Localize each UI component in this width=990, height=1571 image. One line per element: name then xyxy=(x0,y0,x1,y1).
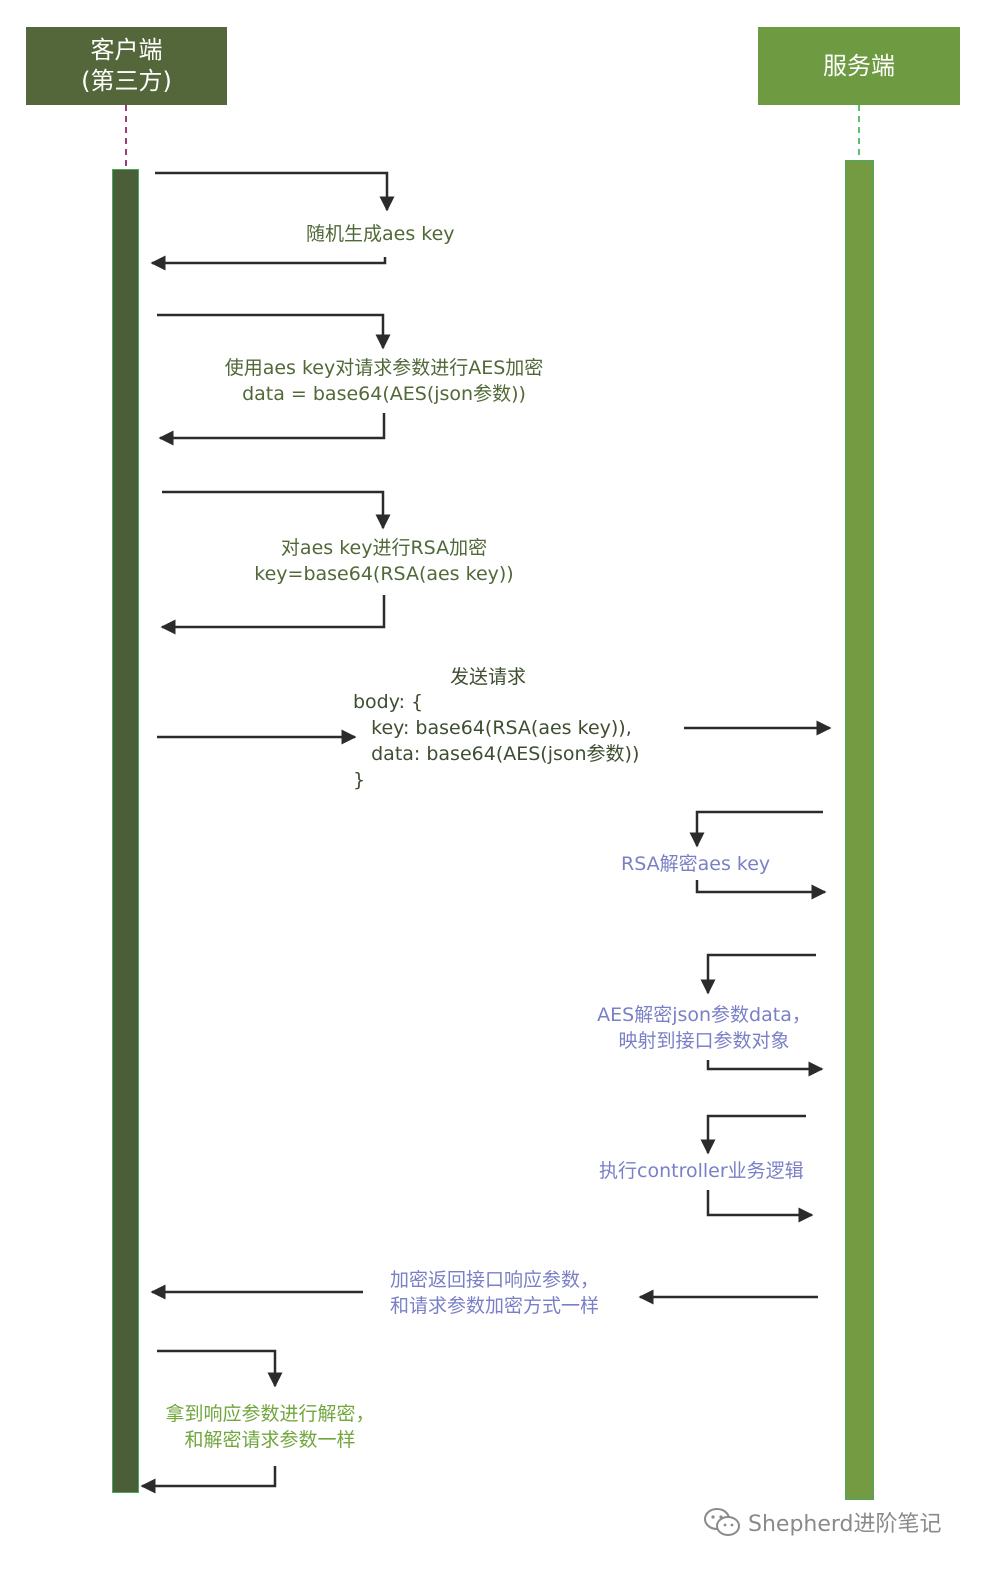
server-activation-bar xyxy=(845,160,874,1500)
rsa-encrypt-label: 对aes key进行RSA加密 key=base64(RSA(aes key)) xyxy=(254,537,514,585)
rsa-decrypt-call-arrow xyxy=(689,810,823,848)
aes-encrypt-label: 使用aes key对请求参数进行AES加密 data = base64(AES(… xyxy=(224,357,544,405)
decrypt-response-call-arrow xyxy=(157,1349,283,1388)
controller-label: 执行controller业务逻辑 xyxy=(599,1160,804,1182)
send-request-body: body: { key: base64(RSA(aes key)), data:… xyxy=(353,691,640,791)
aes-decrypt-label: AES解密json参数data， 映射到接口参数对象 xyxy=(597,1004,811,1052)
encrypt-response-label: 加密返回接口响应参数， 和请求参数加密方式一样 xyxy=(390,1269,600,1317)
client-activation-bar xyxy=(112,169,139,1493)
client-actor-box: 客户端 (第三方) xyxy=(26,27,227,105)
aes-decrypt-return-arrow xyxy=(706,1060,824,1077)
rsa-decrypt-label: RSA解密aes key xyxy=(621,853,771,875)
decrypt-response-return-arrow xyxy=(140,1466,277,1494)
wechat-icon xyxy=(704,1508,740,1536)
rsa-encrypt-call-arrow xyxy=(162,490,391,530)
aes-encrypt-call-arrow xyxy=(157,313,391,350)
gen-key-return-arrow xyxy=(150,255,387,271)
rsa-encrypt-return-arrow xyxy=(160,595,386,635)
controller-return-arrow xyxy=(706,1190,814,1223)
watermark: Shepherd进阶笔记 xyxy=(702,1504,942,1540)
rsa-decrypt-return-arrow xyxy=(695,880,827,900)
aes-decrypt-call-arrow xyxy=(700,953,816,995)
controller-call-arrow xyxy=(700,1114,806,1155)
gen-key-label: 随机生成aes key xyxy=(306,223,455,245)
server-actor-box: 服务端 xyxy=(758,27,960,105)
aes-encrypt-return-arrow xyxy=(158,413,386,446)
server-actor-label: 服务端 xyxy=(823,51,895,80)
send-request-title: 发送请求 xyxy=(450,666,527,688)
decrypt-response-label: 拿到响应参数进行解密， 和解密请求参数一样 xyxy=(165,1403,375,1451)
gen-key-call-arrow xyxy=(155,171,395,212)
client-actor-label: 客户端 (第三方) xyxy=(81,36,172,95)
watermark-text: Shepherd进阶笔记 xyxy=(748,1512,942,1537)
